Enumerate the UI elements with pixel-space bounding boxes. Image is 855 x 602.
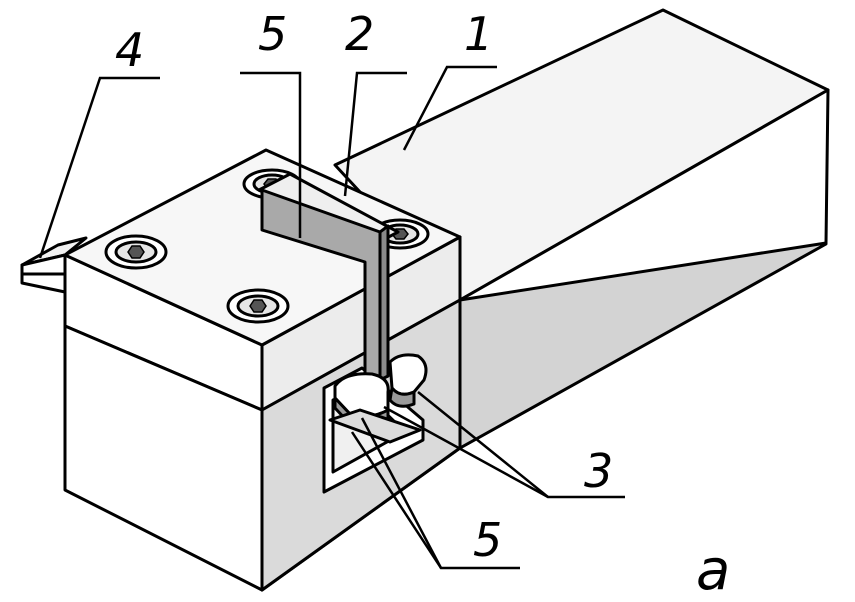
leader-5-top <box>240 71 302 238</box>
leader-5-bottom-b <box>360 417 443 569</box>
leader-lines <box>38 65 625 570</box>
head-top-face <box>63 148 462 347</box>
part-4-stop <box>20 236 88 294</box>
label-1: 1 <box>464 7 493 61</box>
head-front-face-lower <box>63 324 264 592</box>
label-3: 3 <box>584 444 613 498</box>
hex-socket-screw-icon <box>104 234 168 270</box>
figure-sublabel: a <box>696 538 730 602</box>
leader-3-b <box>383 405 549 499</box>
label-2: 2 <box>345 7 374 61</box>
leader-2 <box>343 71 407 197</box>
label-4: 4 <box>115 23 144 77</box>
cutting-inserts <box>328 353 428 444</box>
hex-socket-screw-icon <box>226 288 290 324</box>
label-5-bottom: 5 <box>473 513 502 567</box>
label-5-top: 5 <box>258 7 287 61</box>
bent-plate-edge <box>378 224 390 382</box>
head-block <box>63 148 462 592</box>
leader-1 <box>402 65 497 151</box>
bent-plate <box>260 188 390 388</box>
leader-4 <box>38 76 160 259</box>
